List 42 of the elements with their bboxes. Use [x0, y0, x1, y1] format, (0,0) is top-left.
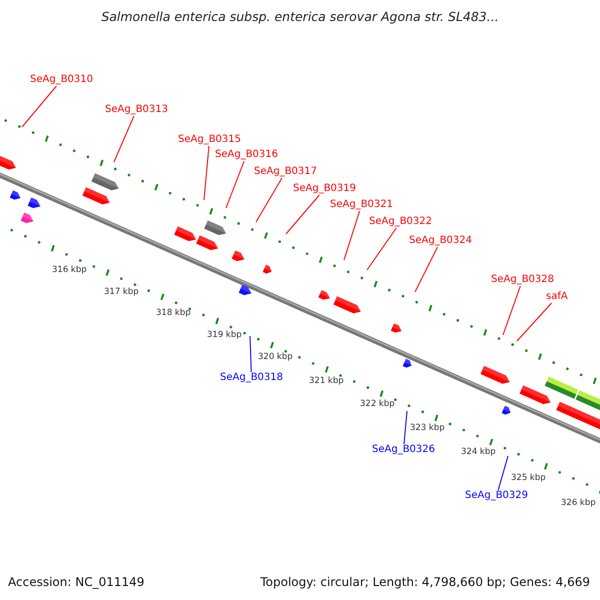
leader-line	[250, 336, 252, 372]
title: Salmonella enterica subsp. enterica serovar Agona str. SL483...	[100, 9, 500, 24]
leader-line	[256, 178, 282, 222]
position-label: 323 kbp	[410, 423, 445, 433]
gene-label: SeAg_B0315	[178, 134, 241, 146]
gene-label: SeAg_B0329	[465, 490, 528, 502]
gene-label: SeAg_B0324	[409, 235, 472, 247]
position-label: 320 kbp	[258, 352, 293, 362]
position-label: 321 kbp	[309, 376, 344, 386]
leader-line	[498, 456, 508, 490]
leader-line	[516, 302, 552, 342]
leader-line	[204, 146, 210, 200]
gene-label: SeAg_B0322	[369, 216, 432, 228]
position-label: 324 kbp	[461, 447, 496, 457]
position-label: 325 kbp	[511, 473, 546, 483]
gene-label: SeAg_B0328	[491, 274, 554, 286]
leader-line	[366, 228, 397, 270]
footer-text: Accession: NC_011149	[8, 575, 144, 589]
gene-label: safA	[546, 291, 568, 303]
leader-line	[286, 194, 320, 234]
leader-line	[344, 210, 360, 260]
position-label: 316 kbp	[52, 265, 87, 275]
position-label: 326 kbp	[561, 498, 596, 508]
gene-label: SeAg_B0321	[330, 199, 393, 211]
leader-line	[226, 160, 245, 208]
gene-label: SeAg_B0319	[293, 183, 356, 195]
position-label: 317 kbp	[104, 287, 139, 297]
gene-label: SeAg_B0318	[220, 372, 283, 384]
leader-line	[414, 246, 438, 292]
footer-text: Topology: circular; Length: 4,798,660 bp; Genes: 4,669	[260, 575, 590, 589]
gene-label: SeAg_B0313	[105, 104, 168, 116]
position-label: 322 kbp	[360, 399, 395, 409]
gene-label: SeAg_B0326	[372, 444, 435, 456]
leader-line	[114, 116, 134, 162]
leader-line	[404, 410, 408, 444]
position-label: 318 kbp	[156, 308, 191, 318]
position-label: 319 kbp	[207, 330, 242, 340]
gene-label: SeAg_B0317	[254, 166, 317, 178]
gene-label: SeAg_B0316	[215, 149, 278, 161]
leader-line	[22, 86, 57, 128]
leader-line	[502, 286, 521, 336]
gene-label: SeAg_B0310	[30, 74, 93, 86]
